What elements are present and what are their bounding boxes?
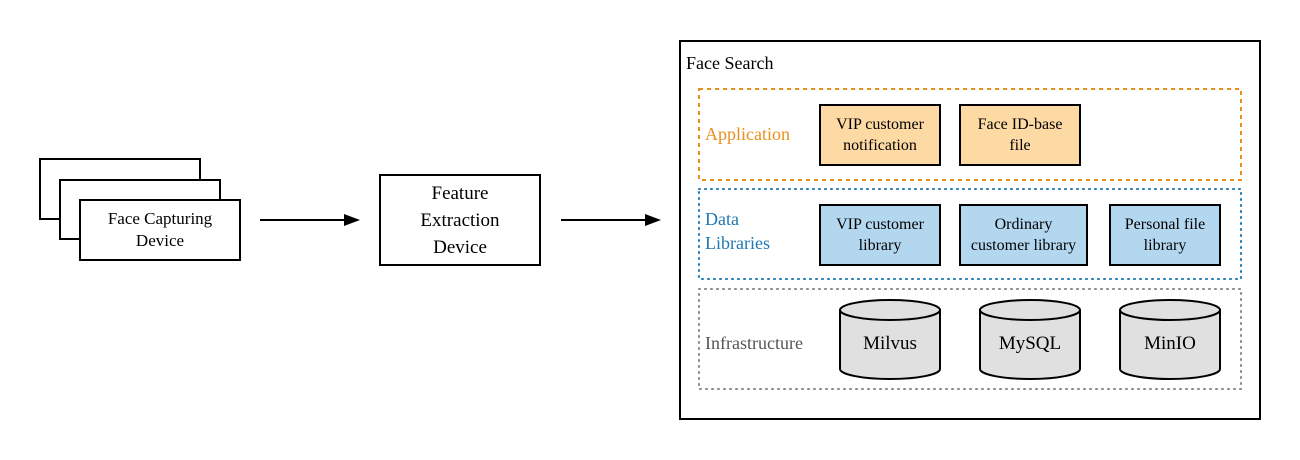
personal-file-library-box: Personal file library	[1109, 204, 1221, 266]
application-section-border	[698, 88, 1242, 181]
ordinary-customer-library-box: Ordinary customer library	[959, 204, 1088, 266]
milvus-label: Milvus	[863, 333, 917, 354]
face-capturing-device-box: Face Capturing Device	[79, 199, 241, 261]
mysql-database-icon: MySQL	[979, 299, 1081, 381]
feature-extraction-device-box: Feature Extraction Device	[379, 174, 541, 266]
face-capturing-device-label: Face Capturing Device	[107, 209, 213, 250]
arrow-feature-to-search	[561, 214, 661, 226]
infrastructure-section-border	[698, 288, 1242, 390]
mysql-label: MySQL	[998, 333, 1062, 354]
minio-database-icon: MinIO	[1119, 299, 1221, 381]
face-id-base-file-box: Face ID-base file	[959, 104, 1081, 166]
data-libraries-section-border	[698, 188, 1242, 280]
vip-customer-notification-box: VIP customer notification	[819, 104, 941, 166]
infrastructure-section-label: Infrastructure	[705, 333, 803, 353]
face-search-title: Face Search	[686, 53, 774, 73]
feature-extraction-device-label: Feature Extraction Device	[420, 182, 500, 258]
minio-label: MinIO	[1144, 333, 1196, 354]
arrow-capture-to-feature	[260, 214, 360, 226]
application-section-label: Application	[705, 124, 790, 144]
vip-customer-library-box: VIP customer library	[819, 204, 941, 266]
milvus-database-icon: Milvus	[839, 299, 941, 381]
data-libraries-section-label: Data Libraries	[705, 209, 770, 253]
